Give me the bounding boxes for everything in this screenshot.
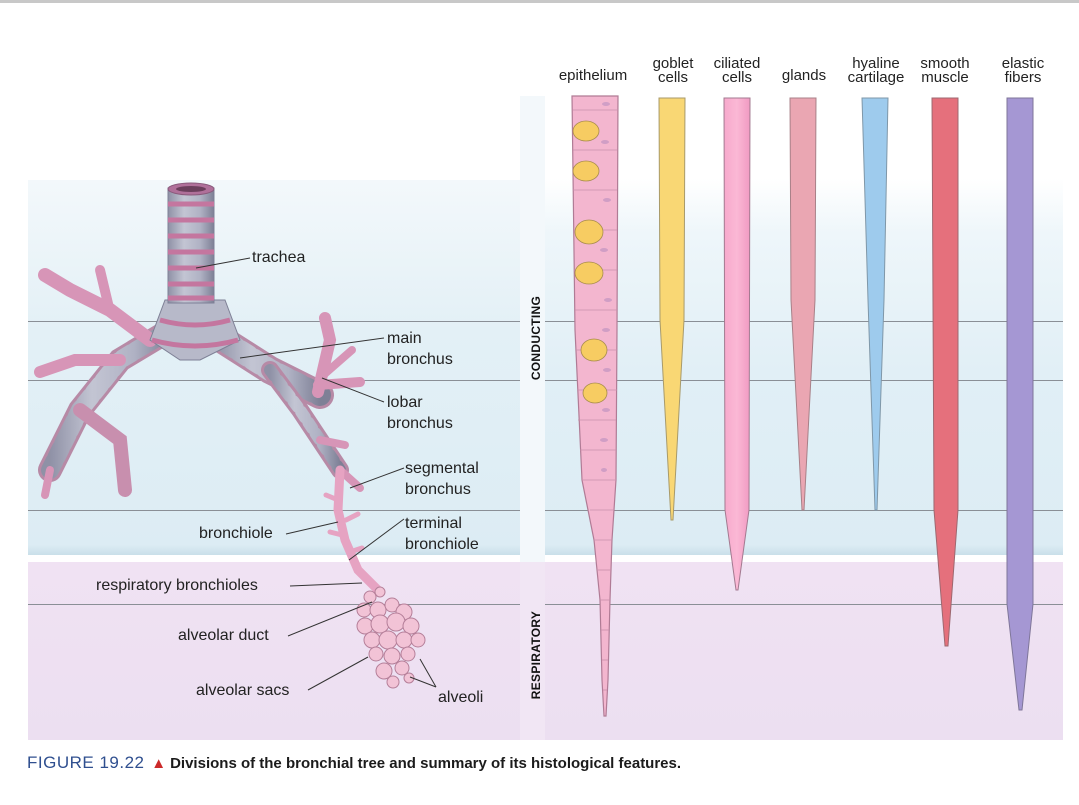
column-heading-line: elastic xyxy=(1001,55,1045,72)
trachea-illustration xyxy=(167,182,215,304)
column-heading-glands: glands xyxy=(781,67,827,84)
label-alveolar-duct: alveolar duct xyxy=(178,627,269,644)
figure-caption: FIGURE 19.22 ▲Divisions of the bronchial… xyxy=(27,753,681,773)
label-alveolar-sacs: alveolar sacs xyxy=(196,682,290,699)
column-heading-line: ciliated xyxy=(713,55,761,72)
column-heading-goblet-cells: goblet cells xyxy=(641,55,705,86)
label-lobar-bronchus: lobar bronchus xyxy=(387,392,453,434)
leader-respiratory-bronchioles xyxy=(289,582,363,587)
label-main-bronchus: main bronchus xyxy=(387,328,453,370)
label-line: bronchus xyxy=(387,351,453,368)
label-line: terminal xyxy=(405,515,462,532)
leader-lines xyxy=(195,257,437,691)
epithelium-bar xyxy=(571,95,619,717)
column-heading-line: cells xyxy=(721,69,752,86)
column-heading-line: smooth xyxy=(920,55,970,72)
column-heading-line: cartilage xyxy=(847,69,905,86)
ciliated-cells-bar xyxy=(723,97,751,591)
leader-alveoli-1 xyxy=(419,658,437,688)
goblet-cells-bar xyxy=(658,97,686,521)
leader-main-bronchus xyxy=(239,337,385,359)
caption-text: Divisions of the bronchial tree and summ… xyxy=(170,755,682,772)
divider-respiratory-duct-right xyxy=(545,604,1063,605)
smooth-muscle-bar xyxy=(931,97,959,647)
label-line: bronchiole xyxy=(405,536,479,553)
hyaline-cartilage-bar xyxy=(861,97,889,511)
label-line: segmental xyxy=(405,460,479,477)
column-heading-line: fibers xyxy=(1004,69,1042,86)
left-upper-branch xyxy=(38,268,157,347)
column-heading-hyaline-cartilage: hyaline cartilage xyxy=(838,55,914,86)
label-trachea: trachea xyxy=(252,249,306,266)
divider-trachea-main xyxy=(28,321,520,322)
top-border xyxy=(0,0,1079,3)
goblet-cells-in-epithelium xyxy=(572,120,608,404)
bronchial-tree-illustration xyxy=(34,182,426,689)
label-line: lobar xyxy=(387,394,423,411)
column-heading-line: muscle xyxy=(921,69,969,86)
leader-bronchiole xyxy=(285,521,339,535)
label-respiratory-bronchioles: respiratory bronchioles xyxy=(96,577,258,594)
label-terminal-bronchiole: terminal bronchiole xyxy=(405,513,479,555)
label-segmental-bronchus: segmental bronchus xyxy=(405,458,479,500)
leader-trachea xyxy=(195,257,251,269)
column-heading-line: hyaline xyxy=(852,55,900,72)
glands-bar xyxy=(789,97,817,511)
leader-alveolar-sacs xyxy=(307,656,369,691)
label-line: main xyxy=(387,330,422,347)
conducting-zone-edge xyxy=(28,545,1063,555)
right-branches xyxy=(201,312,383,595)
leader-terminal-bronchiole xyxy=(348,518,405,561)
divider-segmental-bronchiole xyxy=(28,510,520,511)
leader-alveoli-2 xyxy=(409,676,437,688)
column-heading-line: goblet xyxy=(652,55,694,72)
leader-segmental-bronchus xyxy=(349,467,405,489)
figure-number: FIGURE 19.22 xyxy=(27,753,145,772)
elastic-fibers-bar xyxy=(1006,97,1034,711)
column-heading-line: cells xyxy=(657,69,688,86)
label-bronchiole: bronchiole xyxy=(199,525,273,542)
histology-bars xyxy=(571,95,1034,717)
leader-alveolar-duct xyxy=(287,601,373,637)
label-line: bronchus xyxy=(387,415,453,432)
zone-label-strip-respiratory xyxy=(520,562,545,740)
red-triangle-icon: ▲ xyxy=(151,755,167,772)
left-branches xyxy=(34,265,182,499)
column-heading-elastic-fibers: elastic fibers xyxy=(988,55,1058,86)
label-line: bronchus xyxy=(405,481,471,498)
label-alveoli: alveoli xyxy=(438,689,484,706)
divider-respiratory-duct xyxy=(28,604,520,605)
alveolar-cluster xyxy=(356,586,426,689)
respiratory-zone-panel xyxy=(28,562,1063,740)
leader-lobar-bronchus xyxy=(321,377,385,403)
column-heading-smooth-muscle: smooth muscle xyxy=(908,55,982,86)
bronchiole-branch xyxy=(333,465,383,595)
column-heading-ciliated-cells: ciliated cells xyxy=(703,55,771,86)
column-heading-epithelium: epithelium xyxy=(558,67,628,84)
